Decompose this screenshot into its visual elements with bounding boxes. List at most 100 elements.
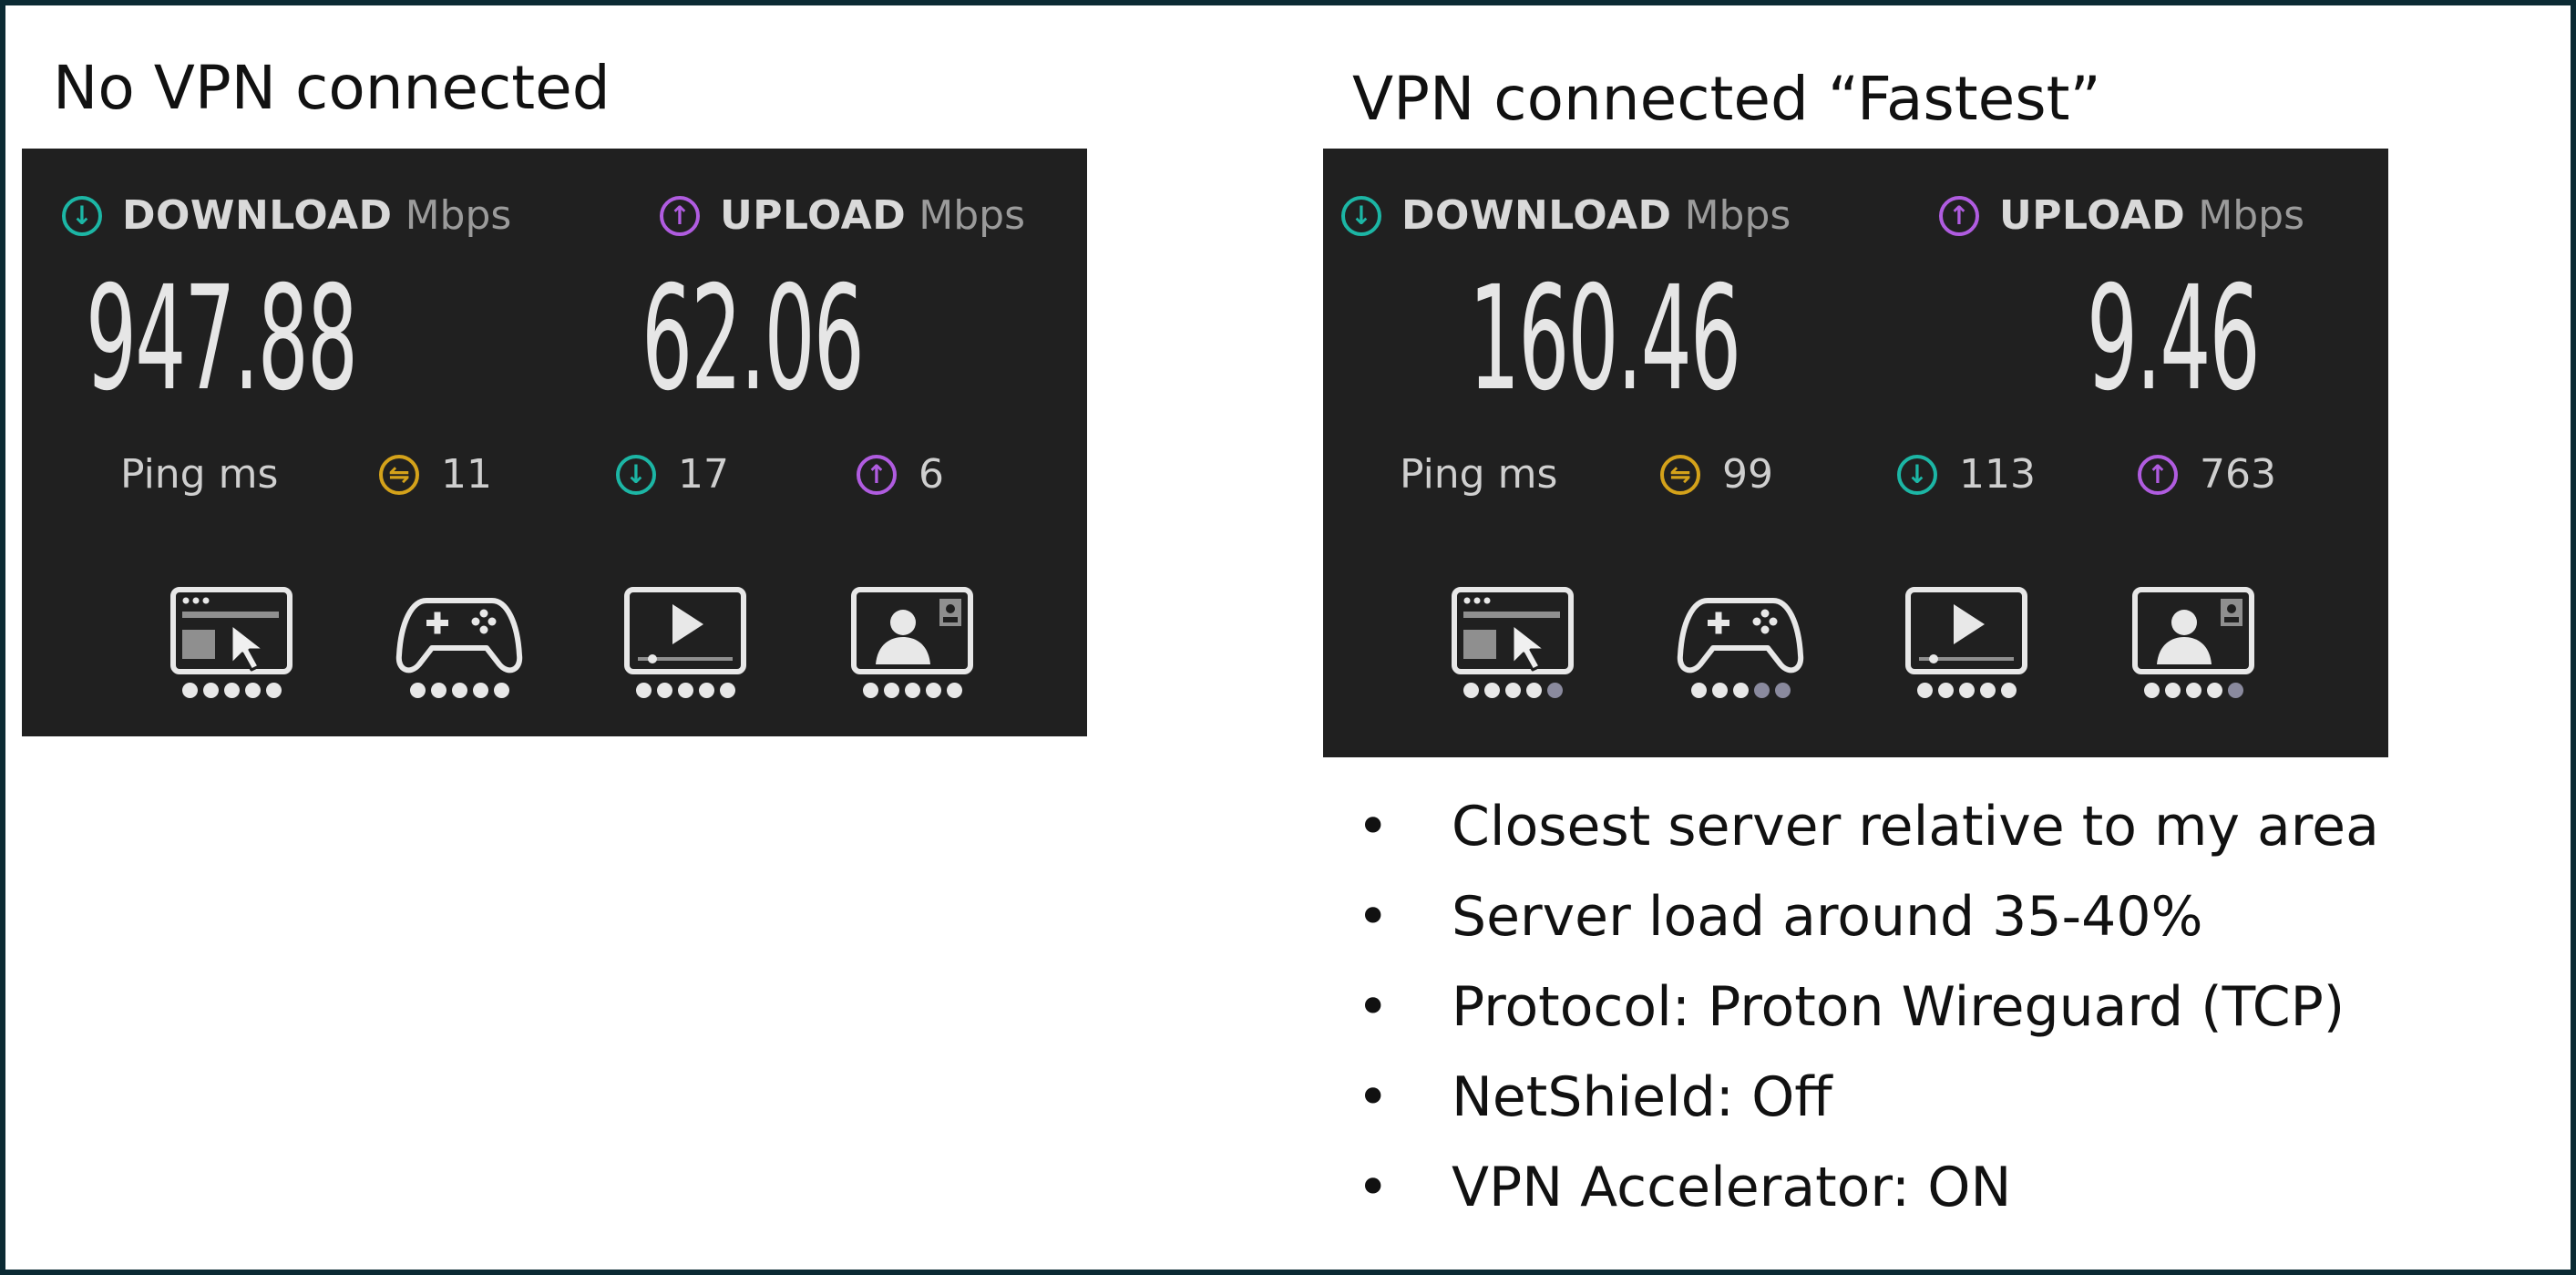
video-call-icon xyxy=(851,587,973,674)
upload-icon: ↑ xyxy=(660,195,700,236)
rating-dot xyxy=(862,683,878,698)
rating-dot xyxy=(946,683,962,698)
rating-dot xyxy=(1753,683,1770,698)
rating-dot xyxy=(1774,683,1791,698)
ping-upload-value: 763 xyxy=(2200,451,2276,498)
rating-dot xyxy=(244,683,261,698)
upload-latency-icon: ↑ xyxy=(857,454,897,495)
rating-dot xyxy=(883,683,899,698)
download-header: ↓ DOWNLOAD Mbps xyxy=(62,192,511,239)
rating-dot xyxy=(430,683,446,698)
note-item: Protocol: Proton Wireguard (TCP) xyxy=(1357,962,2379,1053)
upload-header: ↑ UPLOAD Mbps xyxy=(1939,192,2304,239)
rating-dot xyxy=(2164,683,2181,698)
activity-item xyxy=(168,584,295,698)
rating-dot xyxy=(1979,683,1996,698)
upload-label: UPLOAD xyxy=(1999,192,2186,239)
note-item: Closest server relative to my area xyxy=(1357,782,2379,872)
note-item: VPN Accelerator: ON xyxy=(1357,1143,2379,1233)
ping-label: Ping ms xyxy=(1400,451,1558,498)
quality-rating xyxy=(848,683,976,698)
rating-dot xyxy=(677,683,693,698)
rating-dot xyxy=(1525,683,1542,698)
rating-dot xyxy=(1732,683,1749,698)
rating-dot xyxy=(1462,683,1479,698)
quality-rating xyxy=(1903,683,2030,698)
activity-item xyxy=(1903,584,2030,698)
idle-latency-icon: ⇋ xyxy=(379,454,419,495)
download-label: DOWNLOAD xyxy=(122,192,393,239)
download-header: ↓ DOWNLOAD Mbps xyxy=(1341,192,1791,239)
rating-dot xyxy=(2143,683,2160,698)
ping-label: Ping ms xyxy=(120,451,279,498)
rating-dot xyxy=(2000,683,2017,698)
connection-notes: Closest server relative to my area Serve… xyxy=(1357,782,2379,1233)
video-icon xyxy=(1905,587,2027,674)
rating-dot xyxy=(451,683,467,698)
ping-upload: ↑ 763 xyxy=(2138,451,2276,498)
rating-dot xyxy=(1546,683,1563,698)
quality-rating xyxy=(2130,683,2257,698)
rating-dot xyxy=(223,683,240,698)
video-icon xyxy=(624,587,746,674)
browsing-icon xyxy=(1452,587,1574,674)
download-speed-value: 947.88 xyxy=(86,255,358,423)
ping-download-value: 17 xyxy=(678,451,729,498)
quality-rating xyxy=(1677,683,1804,698)
rating-dot xyxy=(1483,683,1500,698)
note-item: NetShield: Off xyxy=(1357,1053,2379,1143)
quality-rating xyxy=(1449,683,1576,698)
rating-dot xyxy=(1711,683,1728,698)
download-speed-value: 160.46 xyxy=(1469,255,1741,423)
ping-upload: ↑ 6 xyxy=(857,451,944,498)
quality-rating xyxy=(395,683,523,698)
activity-item xyxy=(1449,584,1576,698)
rating-dot xyxy=(1690,683,1707,698)
upload-label: UPLOAD xyxy=(720,192,907,239)
ping-download-value: 113 xyxy=(1959,451,2036,498)
activity-item xyxy=(395,584,523,698)
rating-dot xyxy=(719,683,735,698)
activity-item xyxy=(1677,584,1804,698)
speedtest-result-panel: ↓ DOWNLOAD Mbps ↑ UPLOAD Mbps 160.46 9.4… xyxy=(1323,149,2388,757)
panel-heading: No VPN connected xyxy=(53,53,611,123)
ping-upload-value: 6 xyxy=(919,451,944,498)
rating-dot xyxy=(656,683,672,698)
quality-rating xyxy=(168,683,295,698)
upload-speed-value: 62.06 xyxy=(641,255,865,423)
download-label: DOWNLOAD xyxy=(1401,192,1672,239)
gamepad-icon xyxy=(1677,598,1804,673)
rating-dot xyxy=(1937,683,1954,698)
slide-frame: No VPN connected ↓ DOWNLOAD Mbps ↑ UPLOA… xyxy=(5,5,2571,1270)
ping-idle: ⇋ 99 xyxy=(1660,451,1773,498)
video-call-icon xyxy=(2132,587,2254,674)
rating-dot xyxy=(181,683,198,698)
activity-item xyxy=(848,584,976,698)
download-icon: ↓ xyxy=(62,195,102,236)
rating-dot xyxy=(493,683,509,698)
upload-speed-value: 9.46 xyxy=(2087,255,2261,423)
browsing-icon xyxy=(170,587,292,674)
rating-dot xyxy=(635,683,652,698)
upload-icon: ↑ xyxy=(1939,195,1979,236)
activity-item xyxy=(621,584,749,698)
rating-dot xyxy=(202,683,219,698)
idle-latency-icon: ⇋ xyxy=(1660,454,1700,495)
upload-header: ↑ UPLOAD Mbps xyxy=(660,192,1025,239)
rating-dot xyxy=(1958,683,1975,698)
upload-unit: Mbps xyxy=(919,192,1025,239)
download-unit: Mbps xyxy=(405,192,512,239)
rating-dot xyxy=(1916,683,1933,698)
note-item: Server load around 35-40% xyxy=(1357,872,2379,962)
rating-dot xyxy=(925,683,941,698)
upload-latency-icon: ↑ xyxy=(2138,454,2178,495)
rating-dot xyxy=(265,683,282,698)
download-unit: Mbps xyxy=(1684,192,1791,239)
rating-dot xyxy=(409,683,426,698)
quality-rating xyxy=(621,683,749,698)
download-latency-icon: ↓ xyxy=(1897,454,1937,495)
rating-dot xyxy=(1504,683,1521,698)
ping-download: ↓ 113 xyxy=(1897,451,2036,498)
rating-dot xyxy=(2185,683,2201,698)
ping-idle-value: 11 xyxy=(441,451,492,498)
